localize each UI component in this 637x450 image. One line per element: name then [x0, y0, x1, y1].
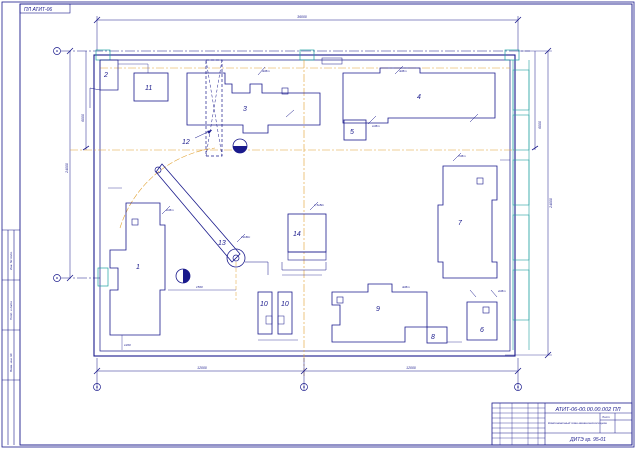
- equipment-1-power: 2кВт: [165, 208, 174, 212]
- dim-bottom-left: 12000: [197, 366, 207, 370]
- axis-bubble-bottom-2: [300, 383, 308, 391]
- equipment-1-number: 1: [136, 264, 140, 271]
- building-inner-wall: [99, 59, 511, 352]
- equipment-6: [466, 301, 498, 341]
- equipment-7-number: 7: [458, 220, 463, 227]
- equipment-11: [133, 72, 169, 102]
- equipment-1: [109, 202, 166, 336]
- svg-text:1500: 1500: [196, 285, 203, 289]
- title-block: [491, 402, 633, 446]
- equipment-14-power: 1,5кВт: [314, 203, 325, 207]
- equipment-12-number: 12: [182, 139, 190, 146]
- axis-bubble-bottom-1: [93, 383, 101, 391]
- equipment-14-number: 14: [293, 231, 301, 238]
- equipment-13-number: 13: [218, 240, 226, 247]
- side-strip-label-1: Инв. № подл.: [9, 251, 13, 270]
- top-left-code: ПЛ АТИТ-06: [24, 7, 52, 13]
- crane-swing-arc: [119, 147, 216, 229]
- equipment-4: [342, 67, 496, 124]
- dim-right-overall: 24000: [549, 198, 553, 209]
- dim-left-overall: 24000: [65, 163, 69, 174]
- equipment-3-number: 3: [243, 106, 247, 113]
- equipment-3: [186, 72, 321, 134]
- axis-bubble-bottom-3: [514, 383, 522, 391]
- side-strip-label-3: Взам. инв. №: [9, 353, 13, 372]
- equipment-2-number: 2: [103, 72, 108, 79]
- equipment-4-number: 4: [417, 94, 421, 101]
- dim-top-overall: 36000: [297, 15, 307, 19]
- window-left-bottom: [97, 267, 109, 287]
- stamp-sheet: Лист: [601, 415, 610, 419]
- svg-text:10: 10: [281, 301, 289, 308]
- dim-left-upper: 6000: [81, 114, 85, 122]
- equipment-8-number: 8: [431, 334, 435, 341]
- stamp-group: ДИТЭ гр. 95-01: [569, 437, 606, 443]
- axis-bubble-bottom: [53, 274, 61, 282]
- equipment-12-hoist: [205, 59, 223, 157]
- window-top-mid: [299, 49, 315, 61]
- dim-right-upper: 6000: [538, 121, 542, 129]
- equipment-6-power: 2кВт: [497, 289, 506, 293]
- equipment-8: [426, 326, 448, 344]
- equipment-10-rack-a: [257, 291, 273, 335]
- top-left-code-box: [19, 3, 71, 14]
- dim-bottom-right: 12000: [406, 366, 416, 370]
- equipment-9-power: 4кВт: [402, 285, 410, 289]
- building-outer-wall: [93, 54, 516, 357]
- window-top-right: [504, 49, 520, 61]
- equipment-9-number: 9: [376, 306, 380, 313]
- equipment-11-number: 11: [145, 85, 152, 92]
- equipment-6-number: 6: [480, 327, 484, 334]
- stamp-code: АТИТ-06-00.00.00.002 ПЛ: [555, 407, 621, 413]
- equipment-10-number: 10: [260, 301, 268, 308]
- equipment-4-power: 4кВт: [399, 69, 407, 73]
- equipment-5: [343, 119, 367, 141]
- equipment-10-rack-b: [277, 291, 293, 335]
- equipment-13-jib-crane: [155, 163, 241, 263]
- equipment-5-number: 5: [350, 129, 354, 136]
- equipment-9: [331, 283, 428, 343]
- svg-text:1200: 1200: [124, 343, 131, 347]
- equipment-7-power: 7кВт: [458, 154, 466, 158]
- equipment-7: [437, 165, 498, 279]
- equipment-13-power: 13кВт: [241, 235, 251, 239]
- equipment-13-pivot: [226, 248, 246, 268]
- side-strip-label-2: Подп. и дата: [9, 301, 13, 320]
- equipment-5-power: 1кВт: [372, 124, 380, 128]
- equipment-2-room: [99, 59, 119, 91]
- stamp-title: Компоновочный план механического цеха: [548, 421, 607, 425]
- equipment-3-power: 3кВт: [262, 69, 270, 73]
- axis-bubble-top: [53, 47, 61, 55]
